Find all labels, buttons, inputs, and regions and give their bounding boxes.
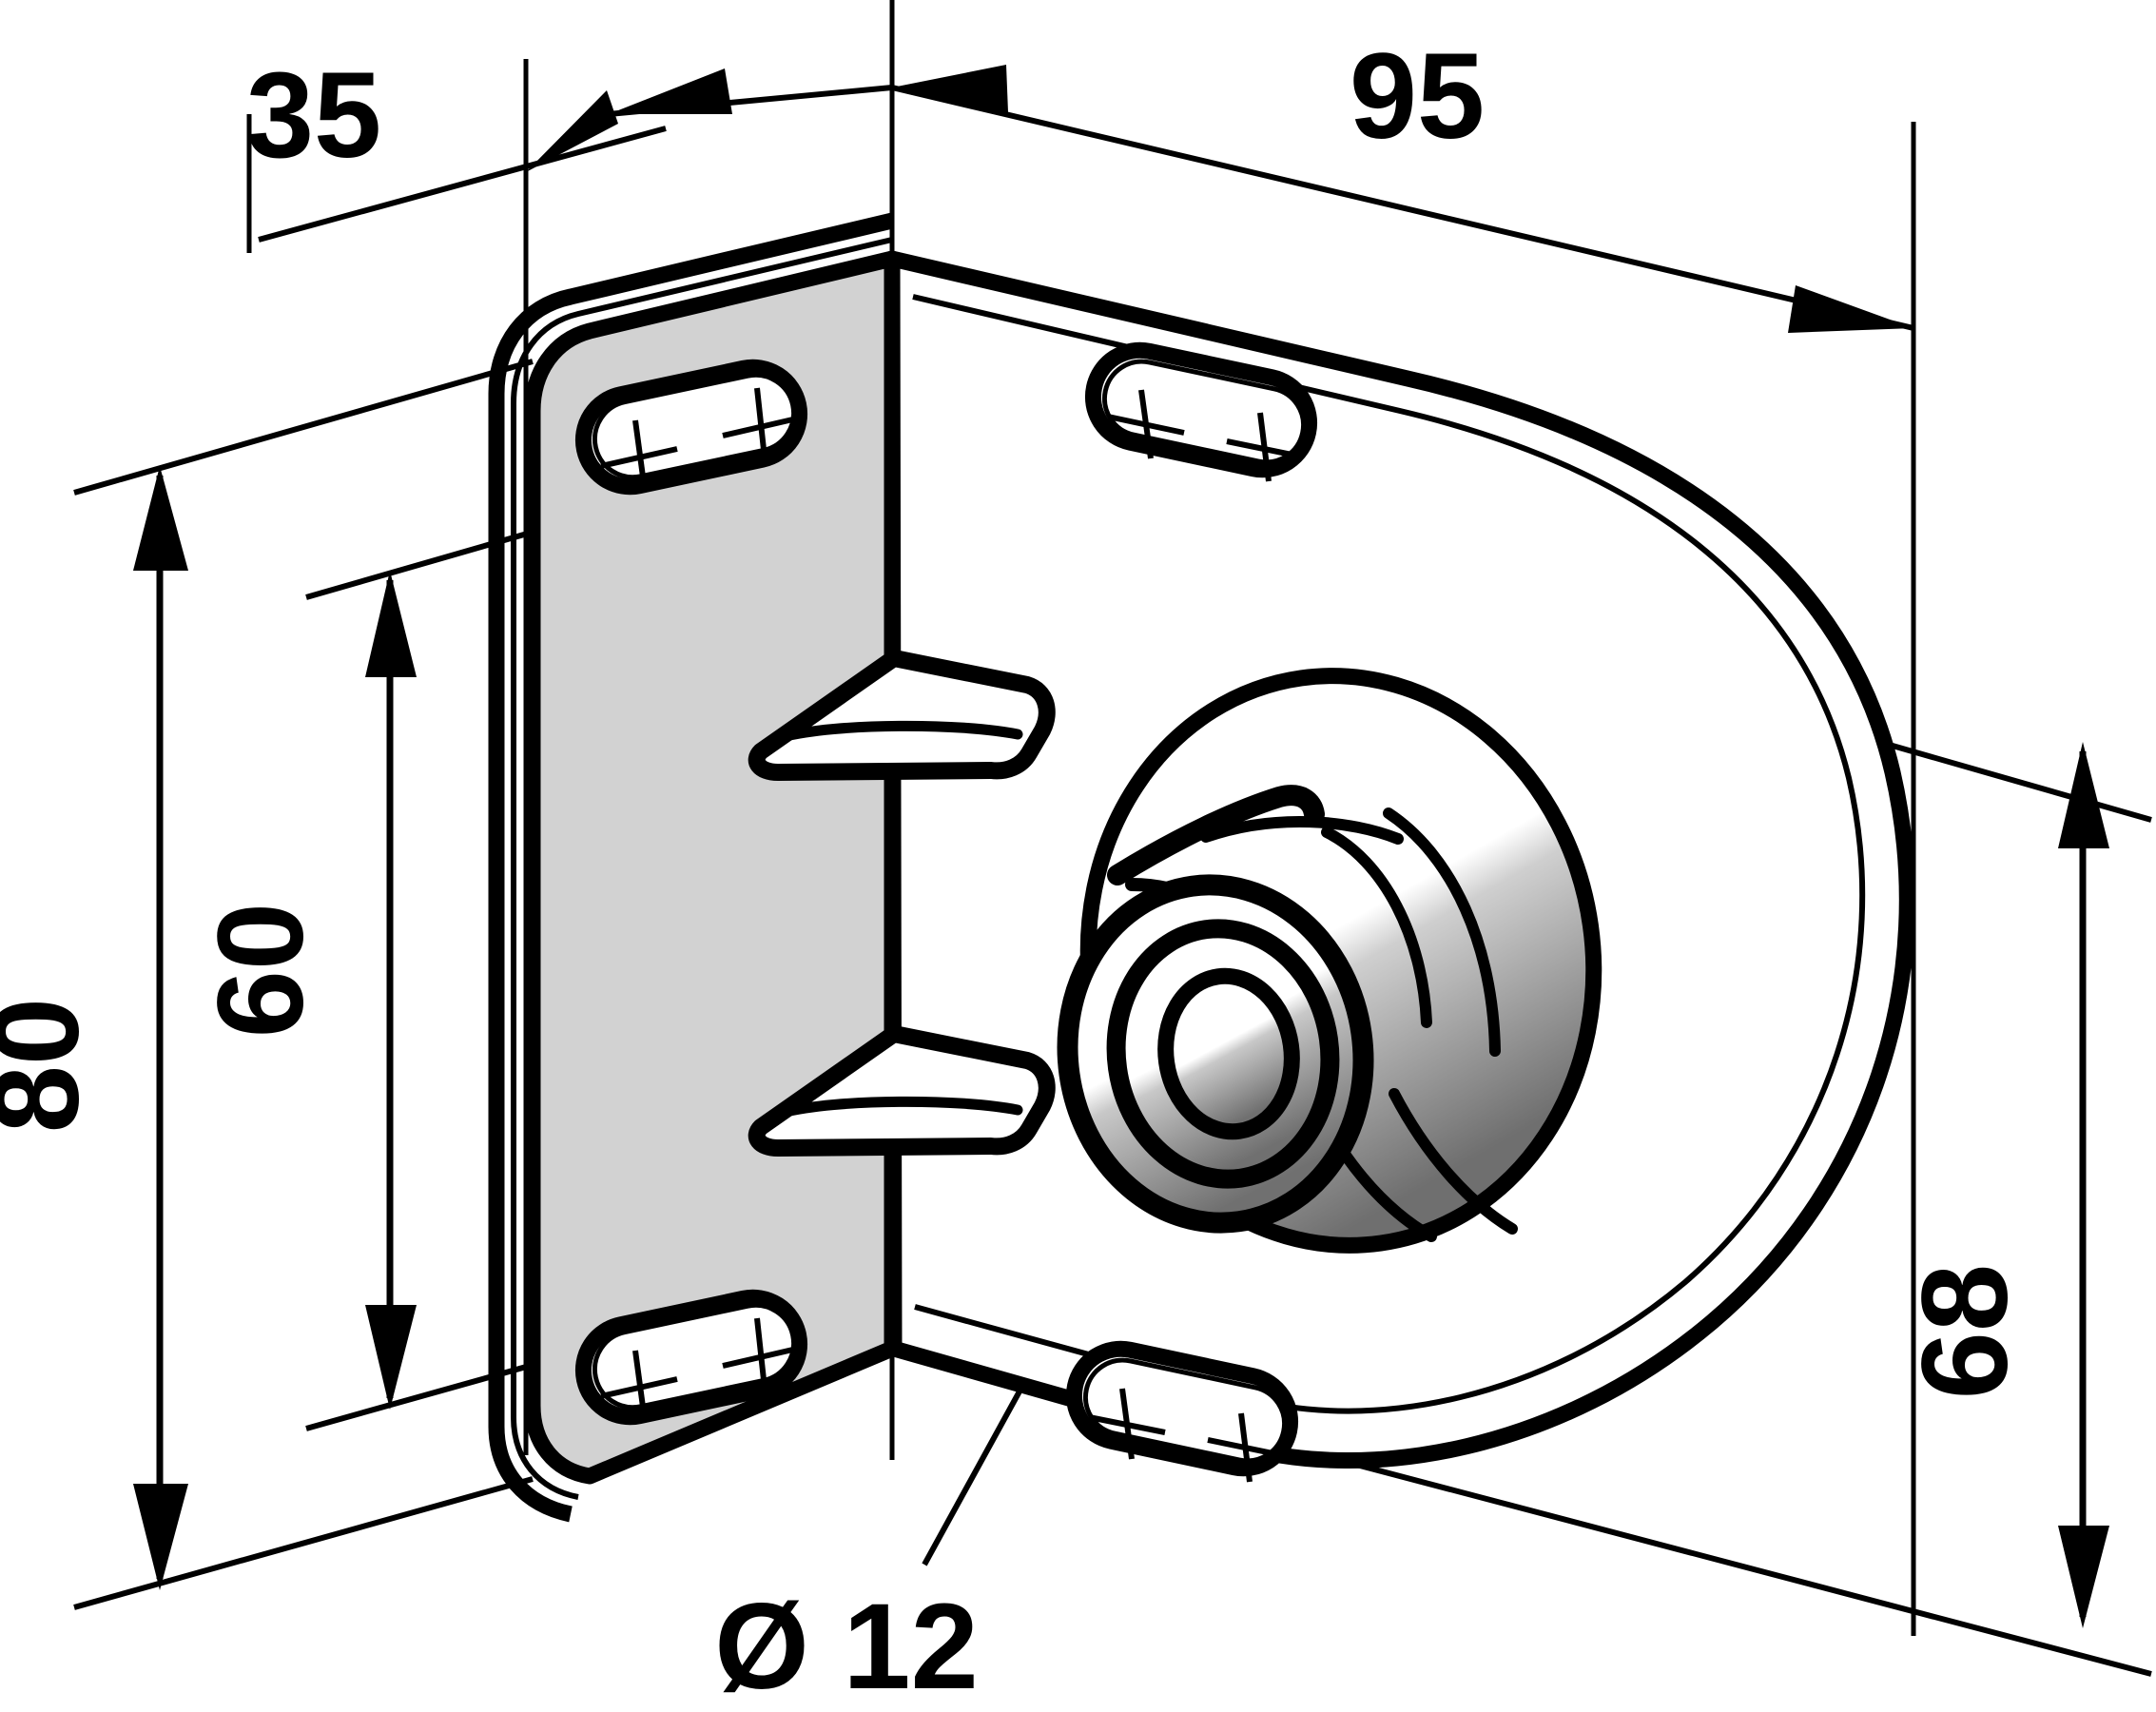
slot-centre-marks — [600, 387, 798, 492]
dim-line-35 — [258, 126, 667, 243]
slot-inner-edge — [1082, 1357, 1288, 1464]
arrowhead-60-top — [365, 571, 417, 677]
plate-chamfer-slot-lower — [748, 1025, 1056, 1157]
dimension-label-68: 68 — [1897, 1264, 2033, 1399]
arrowhead-68-top — [2058, 742, 2109, 848]
witness-line-80-top — [73, 359, 534, 496]
dimension-labels-group: 35 95 80 60 68 Ø 12 — [0, 29, 2033, 1712]
chamfer-slot-inner-edge — [776, 720, 1023, 743]
arrowhead-60-bottom — [365, 1305, 417, 1410]
dimension-label-diameter-12: Ø 12 — [714, 1579, 979, 1712]
witness-line-68-bottom — [1254, 1435, 2152, 1677]
dimension-label-35: 35 — [246, 48, 381, 184]
chamfer-slot-outline — [748, 650, 1056, 781]
slot-centre-marks — [1088, 1388, 1283, 1483]
vertical-plate-thickness-inner — [511, 237, 893, 1500]
dimension-label-60: 60 — [193, 903, 329, 1038]
vertical-plate-thickness-edge — [488, 212, 894, 1523]
dimension-label-95: 95 — [1350, 29, 1485, 165]
chamfer-slot-outline — [748, 1025, 1056, 1157]
vertical-mounting-plate-group — [488, 212, 1056, 1523]
arrowhead-95-left — [892, 65, 1008, 112]
slot-inner-edge — [592, 1302, 797, 1410]
chamfer-slot-inner-edge — [776, 1096, 1023, 1119]
ball-seat-line — [1107, 785, 1325, 885]
arrowhead-95-tail — [609, 68, 732, 114]
flange-slot-lower — [1065, 1340, 1299, 1483]
arrowhead-68-bottom — [2058, 1526, 2109, 1628]
plate-slot-upper — [574, 359, 808, 496]
slot-centre-marks — [1107, 389, 1302, 482]
arrowhead-95-right — [1788, 285, 1913, 333]
plate-chamfer-slot-upper — [748, 650, 1056, 781]
plate-slot-lower — [574, 1289, 808, 1426]
arrowhead-35-right — [526, 90, 618, 172]
witness-line-80-bottom — [73, 1476, 534, 1610]
bracket-part-group — [488, 212, 1915, 1523]
slot-inner-edge — [592, 372, 797, 480]
horizontal-flange-inner-edge — [912, 294, 1866, 1414]
slot-centre-marks — [600, 1317, 798, 1422]
arrowhead-80-top — [133, 466, 188, 571]
dimension-label-80: 80 — [0, 998, 105, 1133]
slot-inner-edge — [1101, 359, 1307, 465]
flange-slot-upper — [1084, 341, 1318, 482]
dim-line-95 — [891, 85, 1914, 331]
hub-bore-ring — [1157, 967, 1300, 1140]
arrowhead-80-bottom — [133, 1484, 188, 1590]
ball-roller-group — [1057, 668, 1602, 1254]
vertical-plate-face — [524, 250, 901, 1485]
